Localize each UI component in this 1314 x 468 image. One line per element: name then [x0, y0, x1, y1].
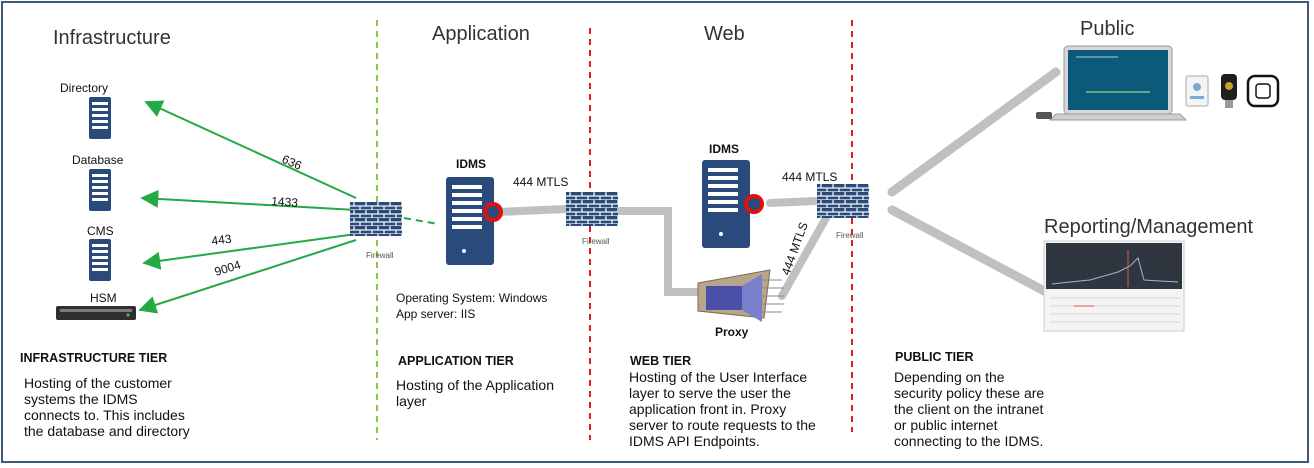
web-desc-line: application front in. Proxy [629, 401, 787, 417]
infrastructure-desc-line: Hosting of the customer [24, 375, 172, 391]
proxy-device: Proxy [697, 269, 784, 339]
link-firewall-app [403, 217, 439, 225]
web-endpoint-marker [744, 194, 764, 214]
web-desc-line: layer to serve the user the [629, 385, 791, 401]
infrastructure-desc-line: connects to. This includes [24, 407, 185, 423]
infrastructure-firewall-caption: Firewall [366, 251, 394, 260]
public-desc-line: connecting to the IDMS. [894, 433, 1044, 449]
proxy-label: Proxy [715, 325, 749, 339]
web-public-firewall-caption: Firewall [836, 231, 864, 240]
port-database: 1433 [271, 194, 299, 210]
app-idms-label: IDMS [456, 157, 486, 171]
app-server-detail: App server: IIS [396, 307, 476, 321]
application-tier-description: Hosting of the Application layer [396, 377, 554, 409]
public-desc-line: security policy these are [894, 385, 1045, 401]
app-web-firewall-caption: Firewall [582, 237, 610, 246]
web-tier-description: Hosting of the User Interface layer to s… [629, 369, 816, 449]
public-tier-heading: PUBLIC TIER [895, 350, 974, 364]
port-web-public: 444 MTLS [782, 170, 837, 184]
application-title: Application [432, 23, 530, 45]
public-desc-line: the client on the intranet [894, 401, 1044, 417]
app-web-firewall: Firewall [566, 192, 618, 246]
port-directory: 636 [280, 152, 304, 173]
public-desc-line: or public internet [894, 417, 998, 433]
public-tier-description: Depending on the security policy these a… [894, 369, 1044, 449]
app-idms-server: IDMS [446, 157, 503, 265]
arrow-to-hsm [138, 239, 357, 314]
reporting-dashboard [1043, 240, 1185, 332]
port-hsm: 9004 [213, 258, 243, 279]
web-desc-line: Hosting of the User Interface [629, 369, 808, 385]
id-card-icon [1185, 75, 1209, 107]
security-key-icon [1221, 74, 1237, 108]
reporting-title: Reporting/Management [1044, 216, 1253, 238]
infrastructure-connections [138, 100, 439, 314]
fob-token-icon [1246, 74, 1280, 108]
web-idms-server: IDMS [702, 142, 764, 248]
os-detail: Operating System: Windows [396, 291, 548, 305]
application-desc-line: Hosting of the Application [396, 377, 554, 393]
cms-server: CMS [87, 224, 114, 281]
public-title: Public [1080, 18, 1134, 40]
infrastructure-desc-line: the database and directory [24, 423, 190, 439]
database-server: Database [72, 153, 124, 211]
hsm-appliance: HSM [56, 291, 136, 320]
public-desc-line: Depending on the [894, 369, 1005, 385]
cms-label: CMS [87, 224, 114, 238]
app-endpoint-marker [483, 202, 503, 222]
web-title: Web [704, 23, 745, 45]
application-tier-heading: APPLICATION TIER [398, 354, 514, 368]
application-details: Operating System: Windows App server: II… [396, 290, 547, 322]
web-desc-line: server to route requests to the [629, 417, 816, 433]
network-pipes [494, 67, 1061, 300]
directory-label: Directory [60, 81, 108, 95]
arrow-to-database [140, 189, 357, 211]
database-label: Database [72, 153, 124, 167]
web-desc-line: IDMS API Endpoints. [629, 433, 760, 449]
application-desc-line: layer [396, 393, 427, 409]
web-public-firewall: Firewall [817, 184, 869, 240]
web-tier-heading: WEB TIER [630, 354, 692, 368]
infrastructure-desc-line: systems the IDMS [24, 391, 138, 407]
arrow-to-cms [142, 233, 357, 270]
laptop-client [1036, 45, 1188, 121]
arrow-to-directory [144, 100, 357, 199]
directory-server: Directory [60, 81, 111, 139]
infrastructure-tier-heading: INFRASTRUCTURE TIER [20, 351, 168, 365]
port-app-web: 444 MTLS [513, 175, 568, 189]
hsm-label: HSM [90, 291, 117, 305]
infrastructure-firewall: Firewall [350, 202, 402, 260]
infrastructure-tier-description: Hosting of the customer systems the IDMS… [24, 375, 190, 439]
port-cms: 443 [211, 232, 233, 248]
web-idms-label: IDMS [709, 142, 739, 156]
infrastructure-title: Infrastructure [53, 27, 171, 49]
